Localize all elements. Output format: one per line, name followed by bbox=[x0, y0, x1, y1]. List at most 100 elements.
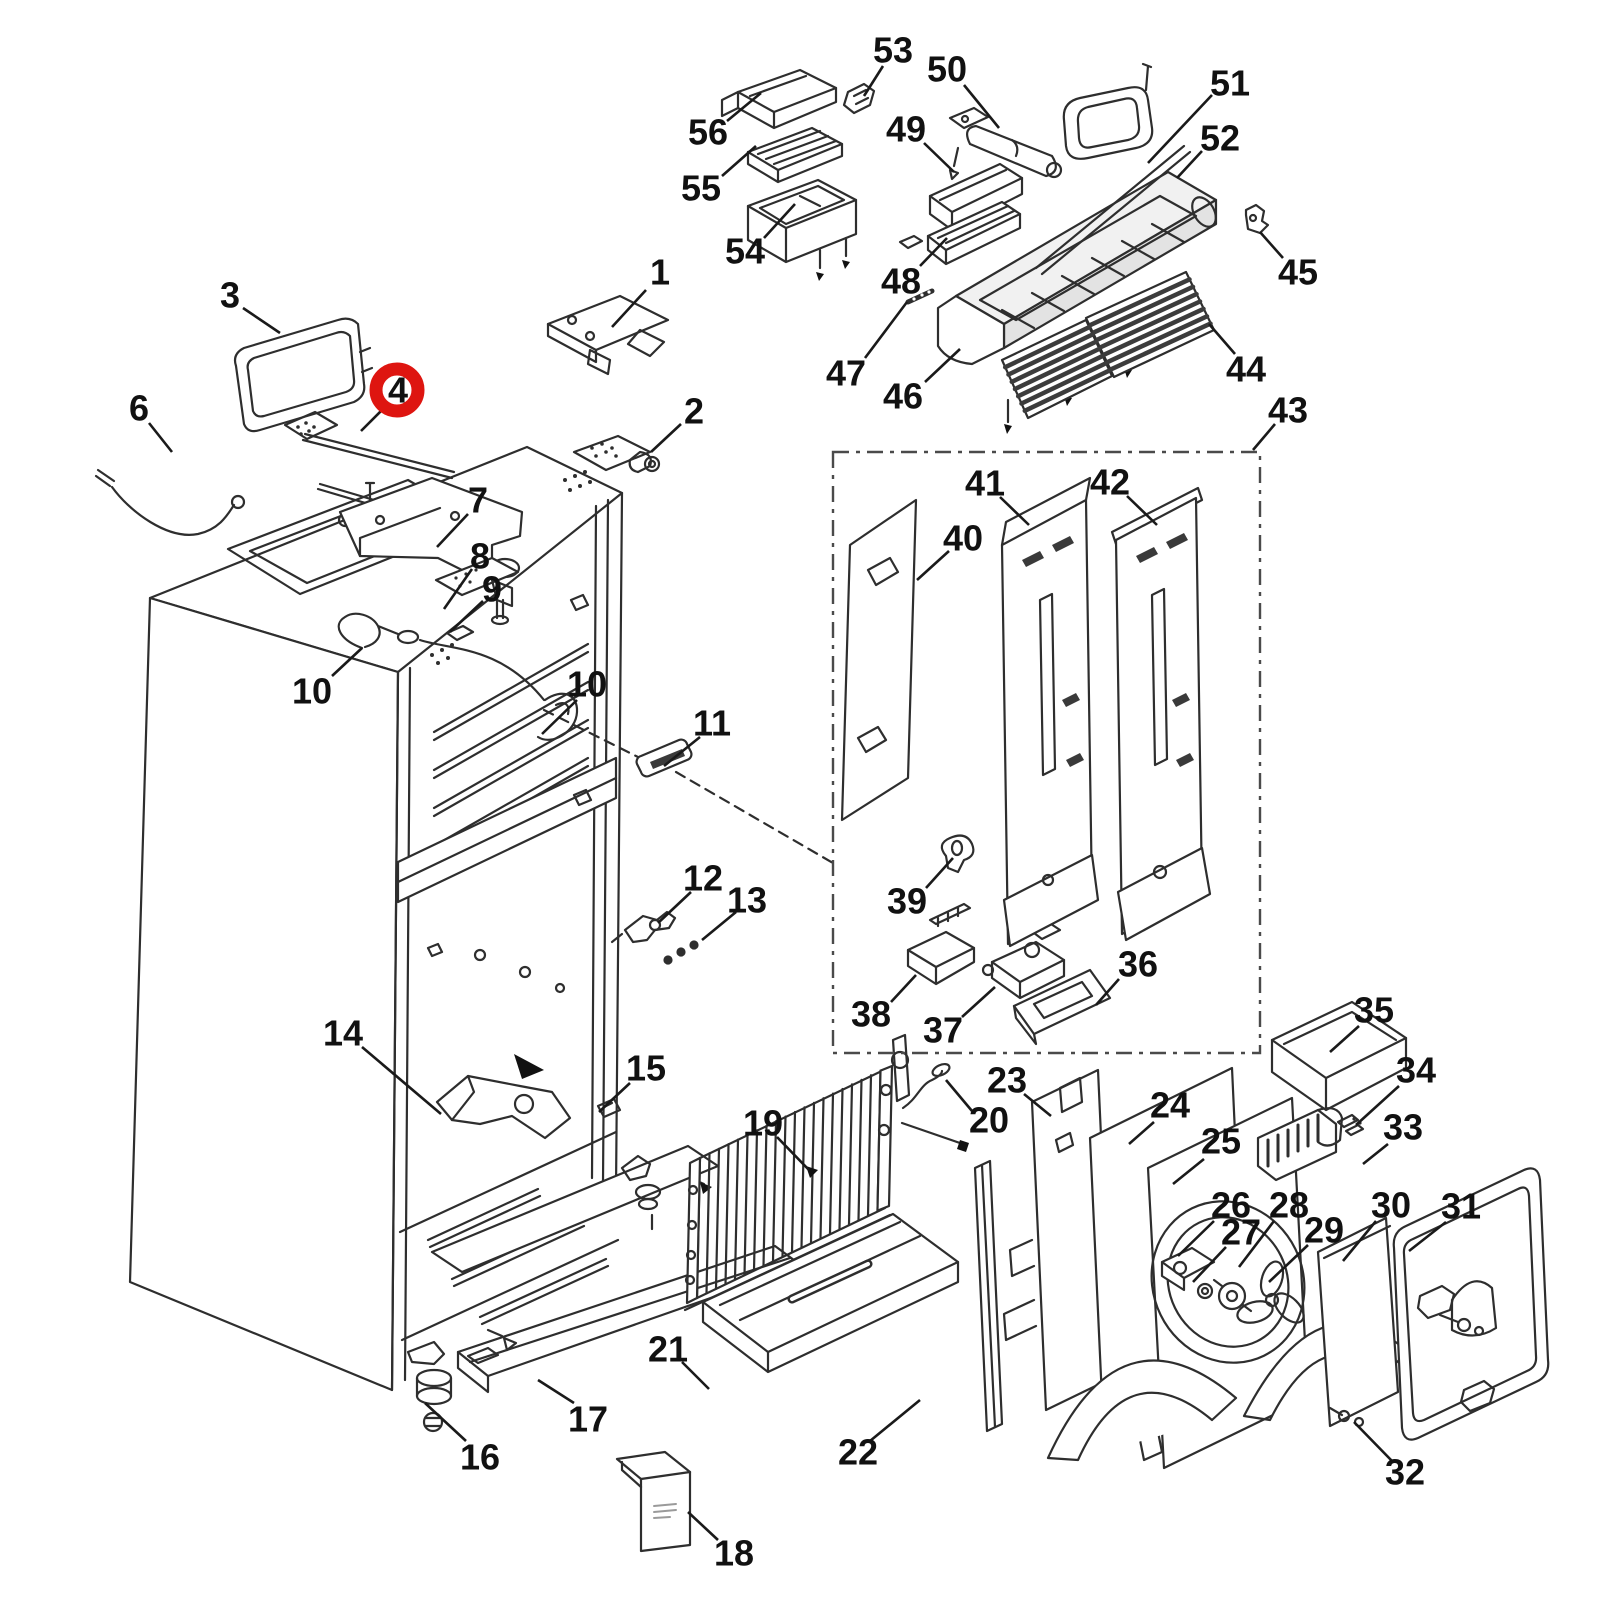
cabinet-base-rails bbox=[430, 1144, 720, 1274]
part-44-grilles bbox=[1000, 270, 1216, 420]
part-50-fill-trough bbox=[948, 62, 1154, 181]
leader-line-46 bbox=[924, 348, 961, 383]
part-number-4: 4 bbox=[388, 370, 408, 411]
part-18-manual bbox=[615, 1450, 692, 1553]
part-47-terminal bbox=[905, 288, 935, 305]
part-number-56: 56 bbox=[688, 112, 728, 153]
part-number-16: 16 bbox=[460, 1437, 500, 1478]
part-number-49: 49 bbox=[886, 109, 926, 150]
part-number-3: 3 bbox=[220, 275, 240, 316]
part-41-panel bbox=[1000, 476, 1100, 948]
leader-line-10 bbox=[331, 647, 363, 677]
part-number-55: 55 bbox=[681, 168, 721, 209]
part-number-12: 12 bbox=[683, 858, 723, 899]
part-38-block bbox=[906, 902, 976, 986]
part-number-50: 50 bbox=[927, 49, 967, 90]
cabinet-body bbox=[128, 445, 835, 1392]
part-number-36: 36 bbox=[1118, 944, 1158, 985]
leader-line-49 bbox=[923, 142, 955, 173]
leader-line-51 bbox=[1147, 94, 1213, 164]
leader-line-13 bbox=[701, 910, 737, 942]
leader-line-17 bbox=[537, 1378, 575, 1405]
leader-line-44 bbox=[1208, 323, 1236, 355]
leader-line-43 bbox=[1252, 423, 1276, 451]
leader-line-56 bbox=[726, 91, 762, 123]
leader-line-19 bbox=[776, 1136, 810, 1171]
part-11-clip bbox=[635, 738, 693, 778]
part-40-sheet bbox=[840, 498, 918, 822]
leader-line-24 bbox=[1128, 1121, 1155, 1145]
part-number-41: 41 bbox=[965, 463, 1005, 504]
part-16-leveling-foot bbox=[406, 1328, 518, 1433]
part-14-bracket bbox=[435, 1054, 572, 1140]
leader-line-39 bbox=[925, 857, 954, 889]
part-number-7: 7 bbox=[468, 480, 488, 521]
part-number-45: 45 bbox=[1278, 252, 1318, 293]
mounting-hole-dots bbox=[430, 470, 592, 665]
part-54-bin bbox=[746, 178, 858, 281]
part-27-washer bbox=[1196, 1282, 1214, 1300]
leader-line-3 bbox=[242, 306, 281, 335]
part-36-plate bbox=[1012, 968, 1112, 1046]
part-number-31: 31 bbox=[1441, 1186, 1481, 1227]
part-number-1: 1 bbox=[650, 252, 670, 293]
part-49-cover bbox=[928, 162, 1024, 232]
part-13-screws bbox=[663, 940, 699, 965]
part-number-54: 54 bbox=[725, 231, 765, 272]
leader-line-36 bbox=[1095, 978, 1120, 1006]
leader-line-52 bbox=[1176, 150, 1203, 179]
leader-line-16 bbox=[424, 1402, 467, 1442]
part-6-harness bbox=[94, 468, 246, 536]
leader-line-54 bbox=[763, 203, 796, 239]
part-number-24: 24 bbox=[1150, 1085, 1190, 1126]
part-number-20: 20 bbox=[969, 1100, 1009, 1141]
leader-line-10 bbox=[541, 699, 578, 735]
leader-line-23 bbox=[1023, 1092, 1052, 1118]
part-20-sensor-wire bbox=[890, 1033, 969, 1152]
leader-line-26 bbox=[1177, 1220, 1215, 1257]
leader-line-8 bbox=[442, 568, 474, 610]
part-number-25: 25 bbox=[1201, 1121, 1241, 1162]
part-37-motor bbox=[981, 920, 1066, 1000]
part-number-22: 22 bbox=[838, 1432, 878, 1473]
part-22-strip bbox=[973, 1159, 1004, 1433]
part-number-28: 28 bbox=[1269, 1185, 1309, 1226]
leader-line-20 bbox=[945, 1079, 973, 1112]
part-number-6: 6 bbox=[129, 388, 149, 429]
part-number-35: 35 bbox=[1354, 990, 1394, 1031]
part-21-duct bbox=[701, 1212, 960, 1374]
leader-line-22 bbox=[869, 1398, 921, 1443]
part-1-bracket bbox=[546, 294, 670, 376]
part-10-tube-left bbox=[337, 612, 420, 650]
leader-line-40 bbox=[916, 550, 950, 581]
part-number-47: 47 bbox=[826, 353, 866, 394]
leader-line-21 bbox=[681, 1361, 710, 1390]
part-34-screw-strip bbox=[1336, 1113, 1365, 1137]
leader-line-2 bbox=[650, 423, 682, 453]
part-29-fan-blade bbox=[1236, 1260, 1305, 1324]
leader-line-33 bbox=[1362, 1142, 1389, 1166]
part-10-tube-right bbox=[536, 692, 579, 741]
part-number-53: 53 bbox=[873, 30, 913, 71]
highlight-circle-part-4 bbox=[369, 362, 425, 418]
part-number-21: 21 bbox=[648, 1329, 688, 1370]
part-number-9: 9 bbox=[482, 569, 502, 610]
part-42-panel bbox=[1110, 486, 1212, 942]
leader-line-38 bbox=[890, 974, 917, 1003]
part-number-37: 37 bbox=[923, 1010, 963, 1051]
leader-line-11 bbox=[663, 735, 701, 768]
part-56-tray bbox=[720, 68, 838, 130]
part-35-duct-box bbox=[1270, 1000, 1408, 1112]
part-number-44: 44 bbox=[1226, 349, 1266, 390]
leader-line-12 bbox=[657, 891, 692, 924]
part-number-10: 10 bbox=[292, 671, 332, 712]
leader-line-48 bbox=[919, 237, 948, 267]
part-number-15: 15 bbox=[626, 1048, 666, 1089]
part-number-32: 32 bbox=[1385, 1452, 1425, 1493]
part-number-52: 52 bbox=[1200, 118, 1240, 159]
leader-line-18 bbox=[687, 1511, 719, 1541]
leader-line-27 bbox=[1192, 1246, 1227, 1283]
part-26-motor-bracket bbox=[1160, 1246, 1216, 1292]
